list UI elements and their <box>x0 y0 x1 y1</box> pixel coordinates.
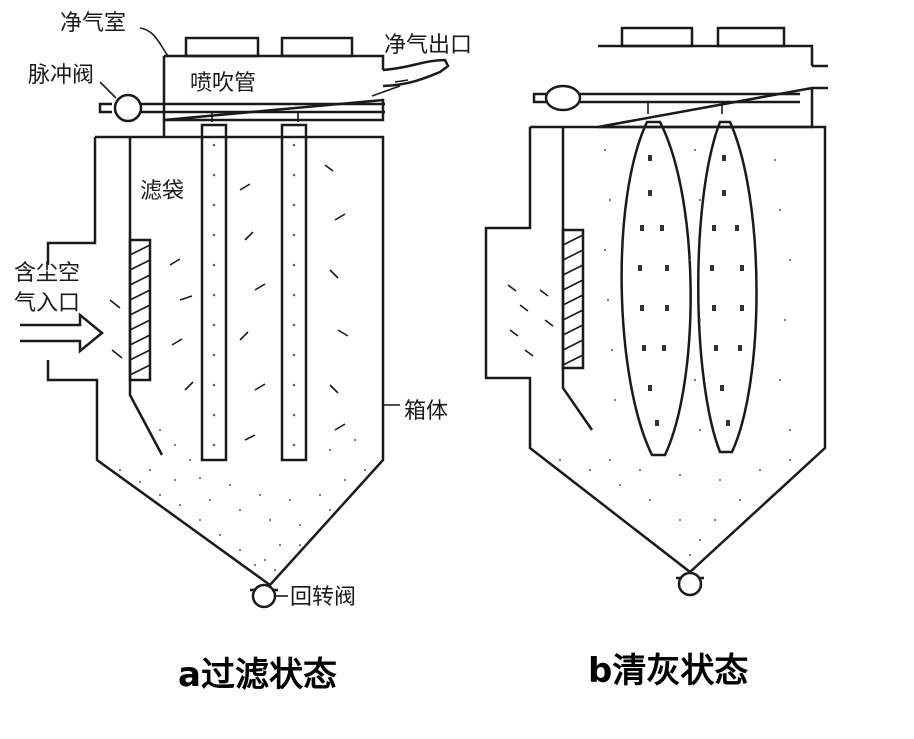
pulse-valve-a <box>113 93 143 123</box>
blow-pipe-a <box>141 102 385 114</box>
dust-cloud-b <box>559 149 791 556</box>
baffle-hatch-b <box>562 234 584 366</box>
caption-b: b清灰状态 <box>588 651 748 691</box>
rotary-valve-a <box>251 583 277 609</box>
diagram-a: 净气室 净气出口 脉冲阀 喷吹管 滤袋 含尘空 气入口 箱体 回转阀 <box>14 11 472 610</box>
outlet-arrows-a <box>371 79 409 97</box>
label-clean-outlet: 净气出口 <box>384 33 472 58</box>
label-rotary-valve: 回转阀 <box>290 585 356 610</box>
label-filter-bag: 滤袋 <box>140 179 184 204</box>
clean-chamber-a <box>163 54 385 122</box>
label-inlet-line2: 气入口 <box>14 291 80 316</box>
top-box-b-1 <box>620 26 694 48</box>
bag-dots-a <box>212 143 296 447</box>
partition-b <box>561 127 594 431</box>
nozzles-a <box>211 112 299 122</box>
clean-outlet-a <box>382 58 450 88</box>
baffle-a <box>128 238 152 382</box>
pulse-valve-stem-b <box>532 92 546 104</box>
housing-a <box>46 135 385 587</box>
label-inlet-line1: 含尘空 <box>14 261 80 286</box>
top-box-b-2 <box>716 26 786 48</box>
filter-bag-a-1 <box>200 123 228 462</box>
diagram-b <box>484 26 828 597</box>
bag-b-dots <box>638 155 744 426</box>
label-clean-chamber: 净气室 <box>60 11 126 36</box>
baffle-hatch-a <box>129 244 151 376</box>
top-box-a-1 <box>184 36 260 58</box>
clean-chamber-b <box>597 44 814 129</box>
rotary-valve-b <box>677 571 703 597</box>
housing-b <box>484 125 827 574</box>
blow-pipe-b <box>580 92 800 104</box>
label-housing: 箱体 <box>404 399 448 424</box>
filter-bag-a-2 <box>280 123 308 462</box>
airflow-arrows-a <box>109 164 349 441</box>
nozzles-b <box>647 102 723 114</box>
label-blow-pipe: 喷吹管 <box>190 71 256 96</box>
pulse-valve-stem-a <box>98 102 112 114</box>
inflated-bag-b-2 <box>697 120 758 454</box>
partition-a <box>128 137 164 456</box>
inlet-arrows-b <box>507 284 554 357</box>
label-pulse-valve: 脉冲阀 <box>28 63 94 88</box>
baffle-b <box>561 228 585 370</box>
pulse-valve-b <box>544 84 582 112</box>
leader-clean-chamber <box>139 27 169 57</box>
caption-a: a过滤状态 <box>178 655 337 695</box>
clean-outlet-b <box>812 64 828 90</box>
leader-pulse-valve <box>99 81 117 99</box>
inlet-arrow-a <box>20 312 104 354</box>
inflated-bag-b-1 <box>620 120 692 457</box>
top-box-a-2 <box>280 36 354 58</box>
hopper-dust-a <box>119 429 366 571</box>
